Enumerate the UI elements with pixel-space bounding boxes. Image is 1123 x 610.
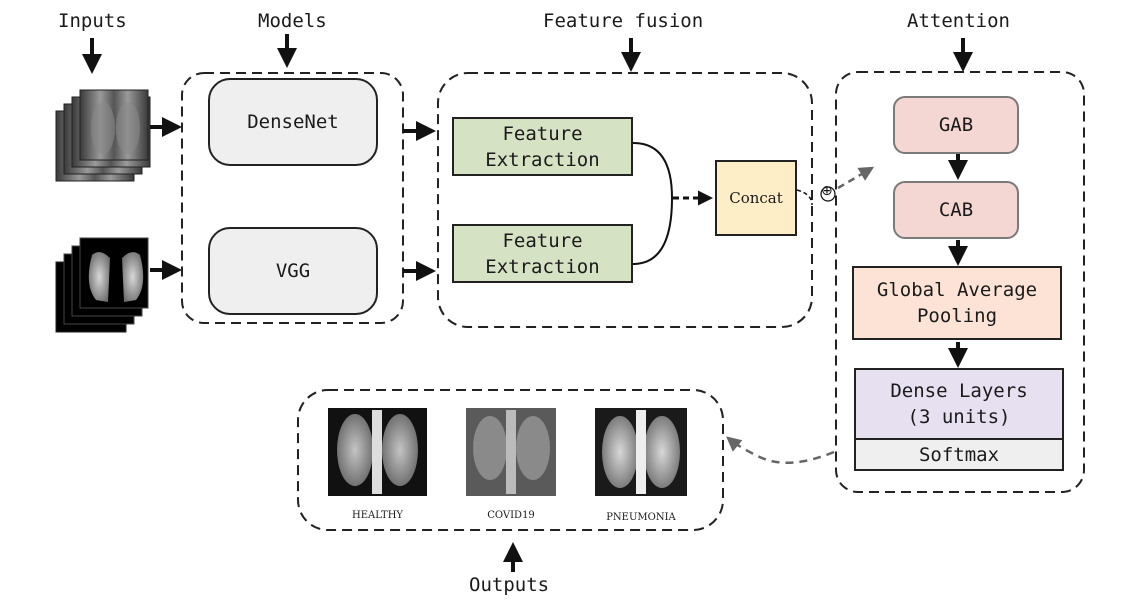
feature-extraction-block-1: Feature Extraction: [452, 117, 633, 176]
output-label-healthy: HEALTHY: [351, 510, 404, 521]
models-title: Models: [258, 10, 327, 32]
add-symbol: ⊕: [821, 183, 833, 199]
attention-title: Attention: [907, 10, 1010, 32]
softmax-to-outputs-arrow: [726, 436, 835, 464]
outputs-title: Outputs: [469, 574, 550, 596]
output-xray-healthy: [328, 408, 427, 496]
feature-fusion-group: [437, 72, 813, 328]
fusion-merge-curve: [632, 142, 674, 265]
models-group: [181, 72, 404, 324]
densenet-block: DenseNet: [208, 78, 378, 166]
gab-block: GAB: [893, 96, 1019, 154]
vgg-block: VGG: [208, 227, 378, 315]
input-xray-stack-2: [55, 237, 149, 333]
concat-block: Concat: [715, 160, 797, 236]
attention-group: [835, 71, 1085, 493]
inputs-title: Inputs: [58, 10, 127, 32]
outputs-group: [297, 389, 724, 531]
global-average-pooling-block: Global Average Pooling: [852, 266, 1062, 340]
output-xray-covid19: [466, 408, 556, 496]
feature-extraction-block-2: Feature Extraction: [452, 224, 633, 283]
output-xray-pneumonia: [595, 408, 687, 496]
dense-layers-block: Dense Layers (3 units): [854, 368, 1064, 438]
output-label-covid19: COVID19: [487, 510, 535, 521]
cab-block: CAB: [893, 181, 1019, 239]
concat-to-add-connector: [796, 189, 813, 206]
feature-fusion-title: Feature fusion: [543, 10, 704, 32]
add-symbol-circle: [820, 186, 836, 202]
input-xray-stack-1: [55, 89, 151, 182]
softmax-block: Softmax: [854, 438, 1064, 471]
concat-to-gab-arrow: [837, 166, 875, 190]
output-label-pneumonia: PNEUMONIA: [606, 512, 676, 523]
